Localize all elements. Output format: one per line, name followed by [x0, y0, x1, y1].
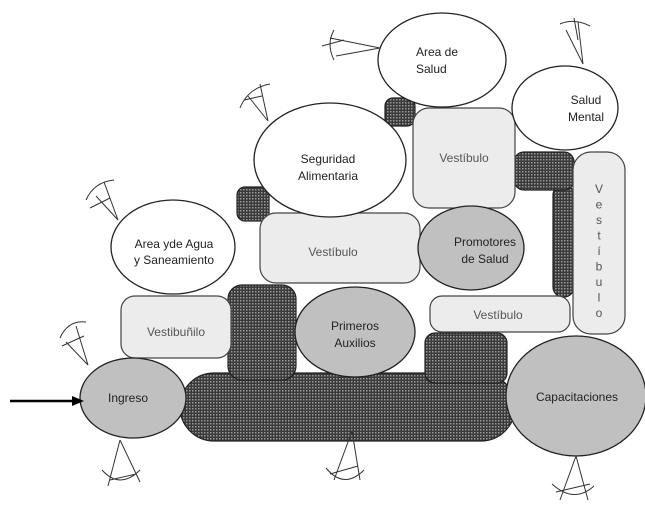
entrance-arrow — [10, 396, 84, 406]
vestibulo-vertical — [572, 151, 626, 335]
vestibulo-vertical-letter: s — [596, 213, 602, 227]
area-de-salud-line2: Salud — [416, 62, 447, 76]
vestibunilo — [120, 295, 232, 359]
room-ingreso — [79, 357, 187, 439]
corridor-small-square-a — [384, 97, 416, 127]
primeros-line1: Primeros — [331, 319, 379, 333]
corridor-center-block — [424, 332, 508, 384]
door-symbols — [59, 17, 595, 501]
vestibulo-vertical-letter: t — [597, 229, 601, 243]
vestibulo-vertical-letters: Vestíbulo — [595, 182, 603, 320]
seguridad-line1: Seguridad — [301, 152, 356, 166]
vestibulo-vertical-letter: í — [597, 244, 601, 258]
room-agua-saneamiento — [110, 199, 236, 295]
room-salud-mental — [511, 65, 619, 151]
promotores-line1: Promotores — [454, 235, 516, 249]
area-de-salud-line1: Area de — [416, 45, 458, 59]
vestibulo-right-label: Vestíbulo — [473, 308, 523, 322]
corridor-small-square-b — [236, 186, 270, 222]
agua-line1: Area yde Agua — [135, 237, 214, 251]
corridor-left-block — [227, 284, 297, 381]
room-area-de-salud — [377, 12, 507, 108]
ingreso-label: Ingreso — [108, 391, 148, 405]
salud-mental-line2: Mental — [568, 110, 604, 124]
corridor-right-vertical — [552, 184, 575, 298]
vestibulo-top-label: Vestíbulo — [439, 151, 489, 165]
room-seguridad-alimentaria — [253, 102, 407, 218]
vestibulo-vertical-letter: o — [596, 306, 603, 320]
vestibulo-vertical-letter: e — [596, 198, 603, 212]
vestibulo-right — [429, 295, 571, 333]
seguridad-line2: Alimentaria — [298, 169, 358, 183]
vestibulo-mid-label: Vestíbulo — [308, 245, 358, 259]
promotores-line2: de Salud — [461, 252, 508, 266]
room-primeros-auxilios — [294, 286, 416, 378]
salud-mental-line1: Salud — [571, 93, 602, 107]
vestibulo-vertical-letter: u — [596, 275, 603, 289]
agua-line2: y Saneamiento — [134, 253, 214, 267]
vestibunilo-label: Vestibuñilo — [147, 325, 205, 339]
vestibulo-vertical-letter: l — [598, 291, 601, 305]
capacitaciones-label: Capacitaciones — [536, 390, 618, 404]
primeros-line2: Auxilios — [334, 336, 375, 350]
room-promotores-de-salud — [417, 205, 525, 291]
corridor-right-connector — [513, 151, 575, 191]
vestibulo-vertical-letter: V — [595, 182, 603, 196]
vestibulo-vertical-letter: b — [596, 260, 603, 274]
